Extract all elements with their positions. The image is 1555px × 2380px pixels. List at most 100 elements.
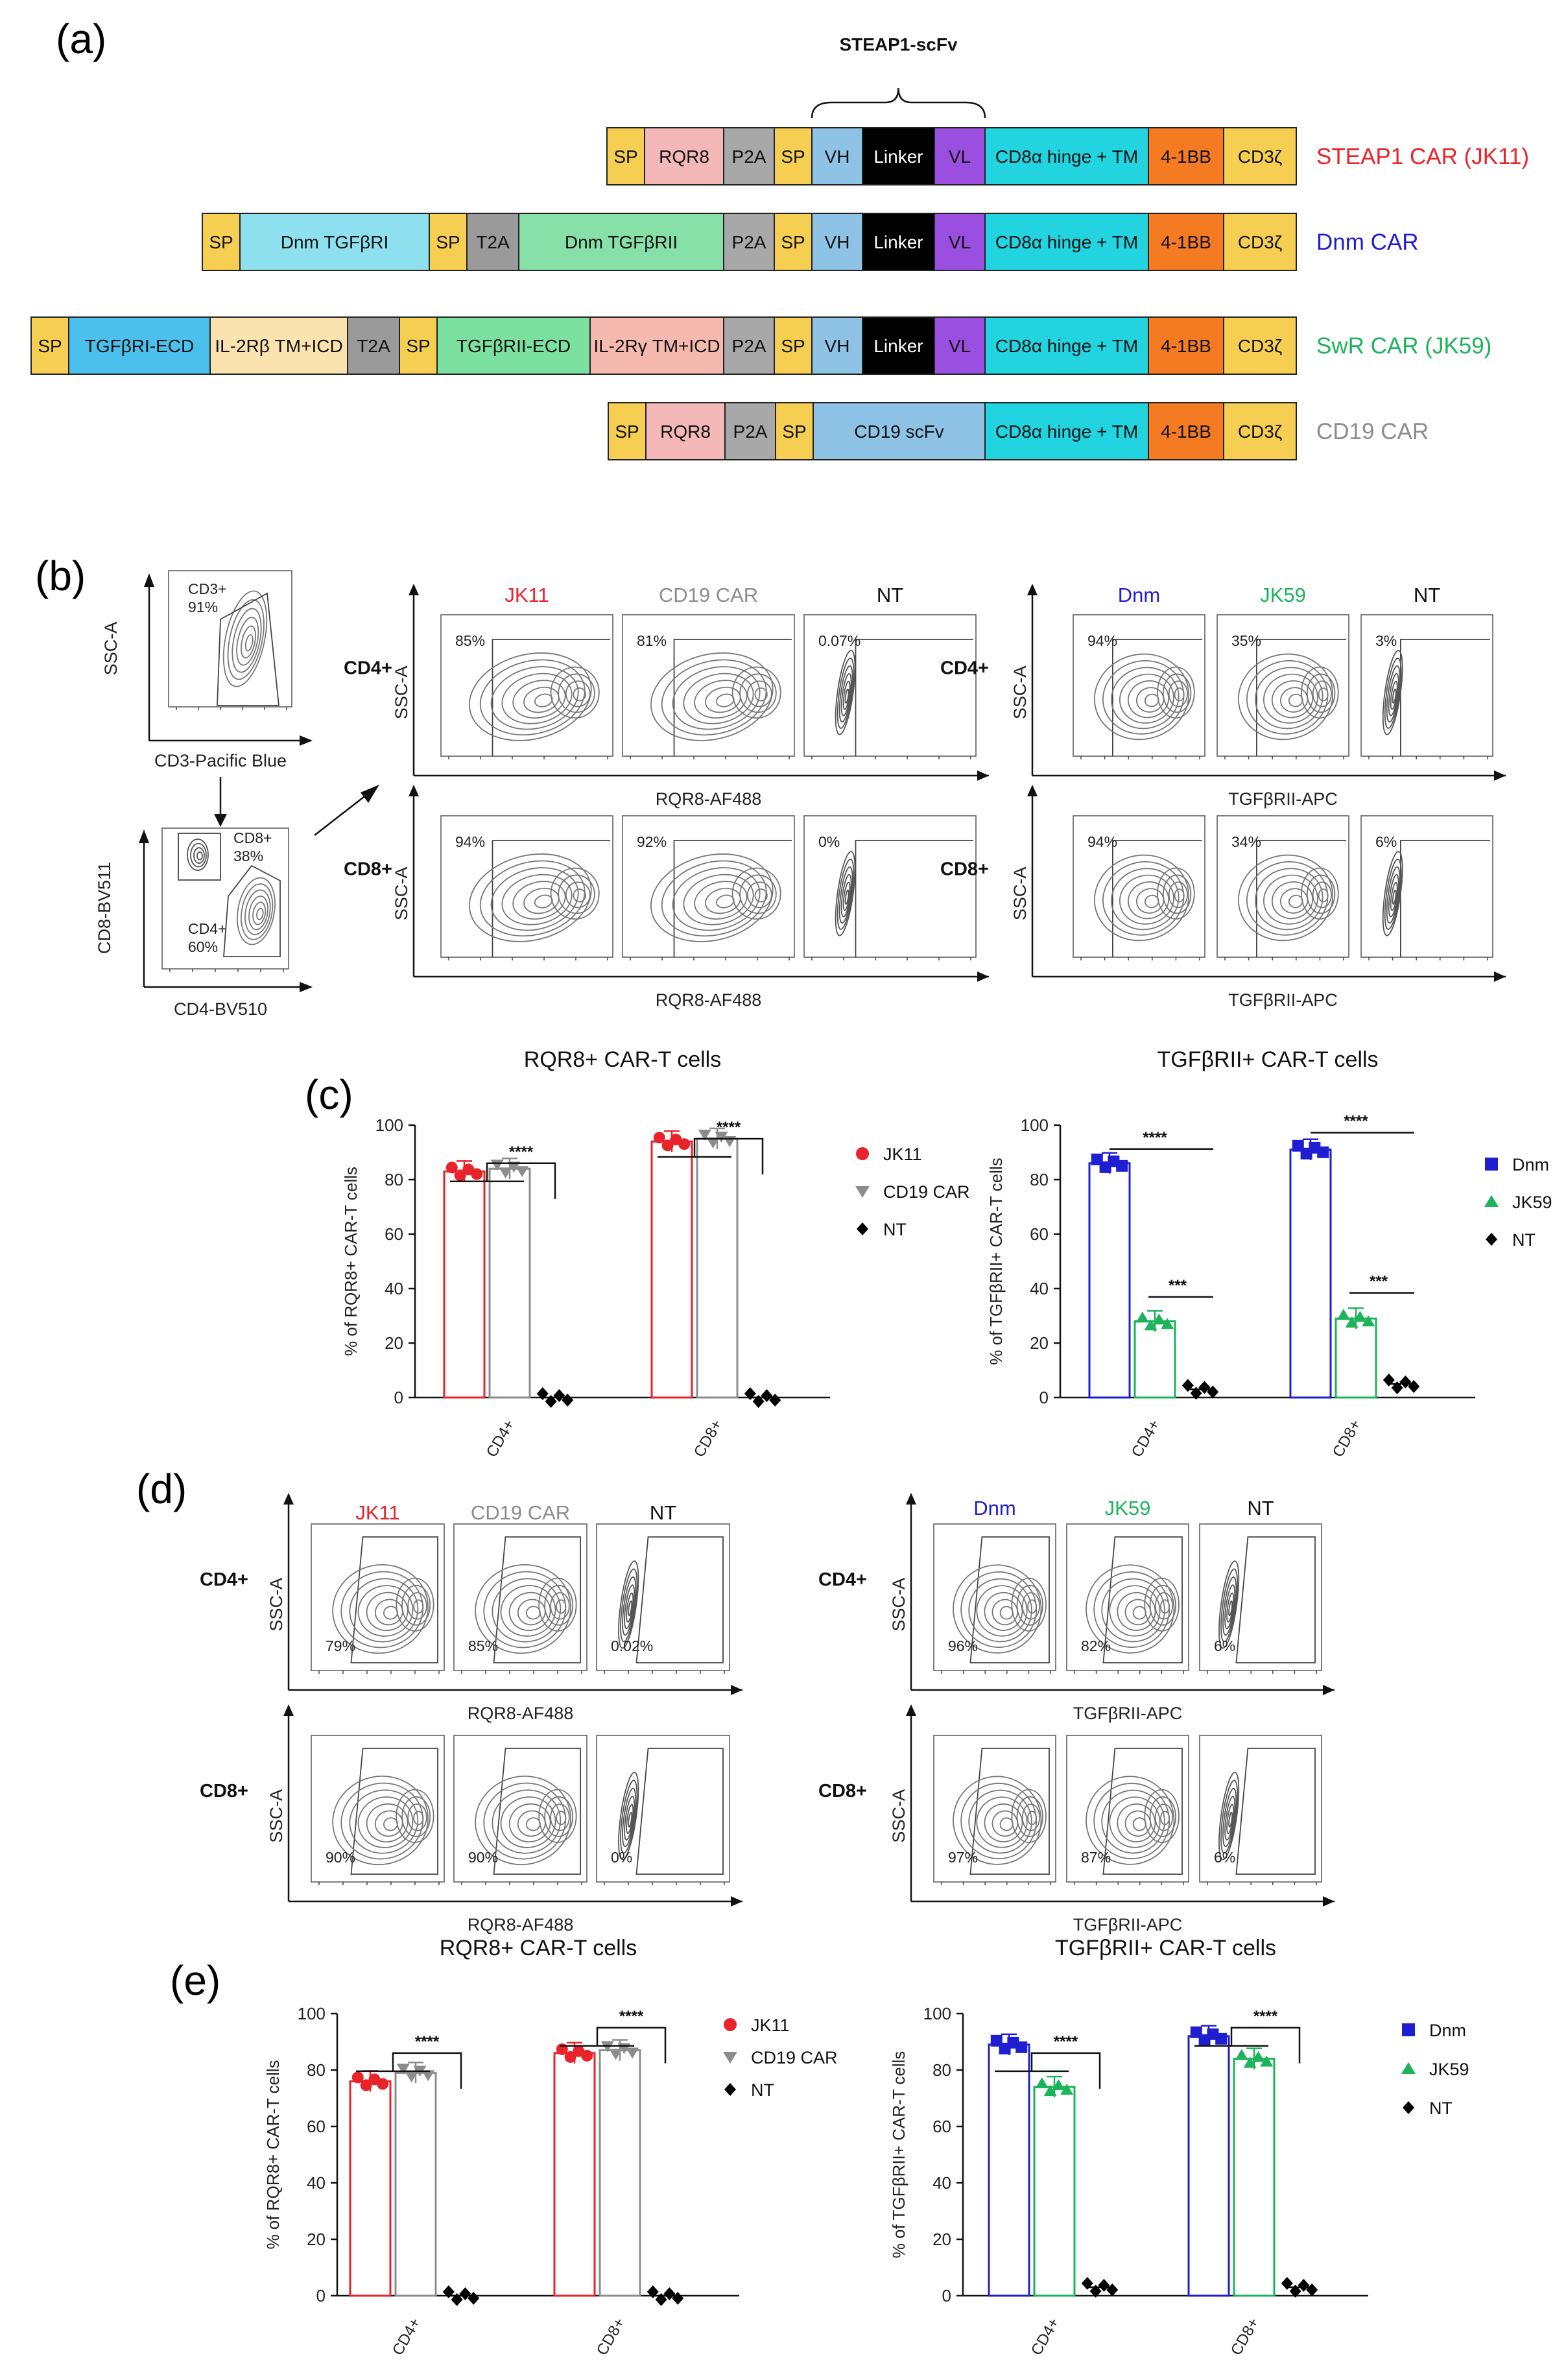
construct-name: CD19 CAR [1316, 419, 1429, 444]
gate-percent: 60% [188, 938, 218, 955]
y-axis-label: SSC-A [889, 1578, 908, 1632]
contour-line [1127, 680, 1170, 719]
x-axis-label: RQR8-AF488 [656, 990, 762, 1010]
column-label: JK11 [504, 584, 549, 606]
contour-line [401, 1584, 431, 1626]
contour-line [244, 634, 254, 652]
contour-line [413, 1599, 424, 1614]
contour-line [332, 1564, 429, 1654]
contour-line [1086, 1564, 1175, 1654]
construct-segment-label: IL-2Rγ TM+ICD [593, 336, 720, 356]
bar [1187, 2035, 1230, 2297]
construct-segment-label: Dnm TGFβRI [281, 232, 388, 252]
gate-percent: 91% [188, 599, 218, 615]
construct-segment [774, 213, 813, 271]
construct-segment [1223, 402, 1297, 460]
contour-line [479, 659, 586, 736]
column-label: JK11 [355, 1501, 399, 1524]
contour-line [1224, 1584, 1236, 1630]
data-point [468, 2292, 480, 2305]
flow-arrow [314, 792, 370, 836]
contour-line [237, 877, 276, 946]
data-point [1383, 1374, 1395, 1386]
gate-percent: 6% [1214, 1849, 1235, 1866]
bar [1088, 1162, 1131, 1399]
contour-line [1254, 868, 1324, 931]
construct-segment-label: RQR8 [660, 422, 711, 442]
plot-frame [933, 1735, 1056, 1883]
data-point [490, 1160, 504, 1171]
column-label: NT [1247, 1497, 1274, 1519]
contour-line [1263, 673, 1318, 724]
flow-plot: 90% [453, 1735, 588, 1885]
data-point [454, 1169, 466, 1182]
data-point [653, 1132, 665, 1144]
contour-line [984, 1803, 1023, 1842]
y-tick-label: 60 [385, 1224, 403, 1244]
contour-line [1384, 859, 1402, 930]
contour-line [1238, 653, 1334, 741]
plot-frame [596, 1523, 730, 1671]
construct-segment [1223, 213, 1297, 271]
construct-segment [606, 127, 645, 185]
legend-label: NT [1429, 2099, 1453, 2118]
y-axis-label: SSC-A [392, 867, 411, 921]
contour-line [244, 889, 271, 935]
y-tick-label: 40 [932, 2173, 951, 2193]
data-point [600, 2041, 614, 2053]
contour-line [715, 894, 735, 909]
construct-name: Dnm CAR [1316, 230, 1419, 255]
contour-line [1109, 1796, 1161, 1848]
data-point [1353, 1311, 1367, 1322]
legend-label: CD19 CAR [883, 1182, 970, 1202]
data-point [1207, 1385, 1219, 1399]
y-axis-label: SSC-A [267, 1578, 286, 1632]
bar [1134, 1320, 1176, 1399]
contour-line [1102, 861, 1185, 936]
plot-frame [311, 1735, 445, 1883]
contour-line [479, 860, 586, 937]
x-axis-arrow [300, 735, 313, 746]
column-label: CD19 CAR [659, 584, 758, 606]
data-point [1281, 2276, 1293, 2290]
data-point [1161, 1318, 1174, 1329]
contour-line [1157, 867, 1195, 920]
contour-line [960, 1783, 1038, 1860]
data-point [1035, 2077, 1049, 2089]
y-axis-arrow [409, 584, 419, 595]
contour-line [835, 851, 856, 936]
construct-segment [934, 316, 986, 375]
contour-line [1127, 881, 1170, 920]
contour-line [1306, 673, 1336, 713]
contour-line [1110, 667, 1180, 730]
chart-title: TGFβRII+ CAR-T cells [1157, 1047, 1378, 1072]
gate-line [855, 840, 973, 957]
y-axis-arrow [139, 829, 149, 843]
data-point [1362, 1315, 1375, 1327]
bar [349, 2080, 392, 2297]
data-point [1060, 2084, 1074, 2095]
y-tick-label: 20 [932, 2230, 951, 2249]
gate-percent: 90% [468, 1849, 498, 1866]
plot-frame [596, 1735, 730, 1883]
construct-segment-label: T2A [357, 336, 390, 356]
sig-stars: **** [1344, 1113, 1368, 1130]
data-point [516, 1166, 529, 1178]
data-point [1106, 2283, 1119, 2296]
y-tick-label: 100 [923, 2004, 951, 2023]
gate-percent: 90% [326, 1849, 355, 1866]
legend-marker [1485, 1158, 1498, 1171]
contour-line [483, 1571, 567, 1648]
contour-line [236, 617, 259, 666]
flow-plot: 0.02% [596, 1523, 730, 1674]
construct-segment-label: VL [949, 336, 971, 356]
construct-segment-label: Dnm TGFβRII [565, 232, 678, 252]
gate-polygon [217, 592, 279, 706]
sig-stars: **** [509, 1143, 534, 1161]
sig-stars: **** [717, 1119, 741, 1136]
panel-b-label: (b) [35, 553, 86, 599]
contour-line [512, 680, 566, 719]
data-point [445, 1161, 458, 1174]
y-axis-arrow [1027, 584, 1038, 595]
